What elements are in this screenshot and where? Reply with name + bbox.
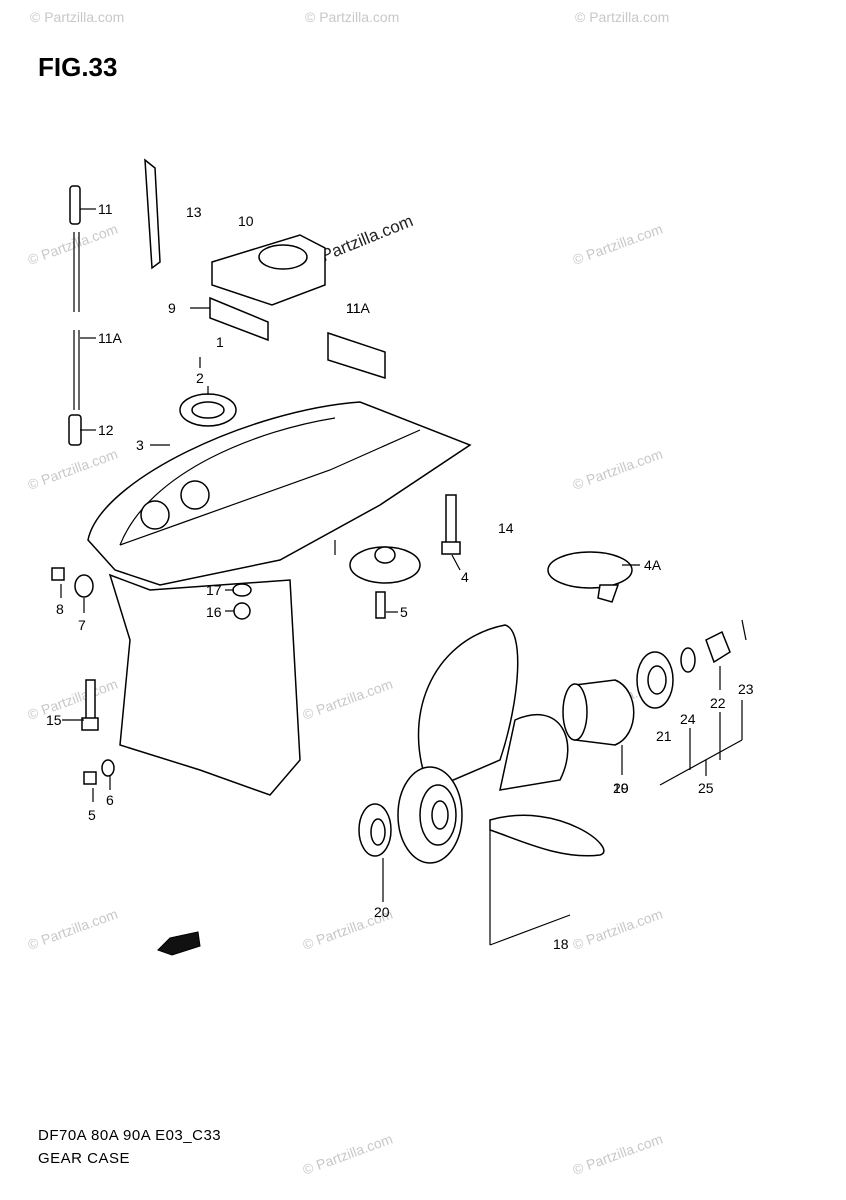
leader-lines bbox=[60, 208, 743, 946]
forward-arrow-icon bbox=[157, 931, 201, 956]
callout-label-11a: 11A bbox=[346, 300, 371, 316]
callout-label: 2 bbox=[196, 370, 204, 386]
callout-labels: 11 11A 12 13 10 9 11 1 2 3 14 4A 4 5 17 … bbox=[46, 201, 754, 952]
propeller bbox=[397, 624, 605, 864]
callout-label: 24 bbox=[680, 711, 696, 727]
watermark: © Partzilla.com bbox=[571, 446, 665, 493]
callout-label: 16 bbox=[206, 604, 222, 620]
callout-label: 14 bbox=[498, 520, 514, 536]
watermark: © Partzilla.com bbox=[26, 221, 120, 268]
callout-label: 15 bbox=[46, 712, 62, 728]
callout-label: 4A bbox=[644, 557, 662, 573]
watermark: © Partzilla.com bbox=[26, 676, 120, 723]
callout-label: 22 bbox=[710, 695, 726, 711]
fasteners bbox=[51, 567, 386, 785]
callout-label: 8 bbox=[56, 601, 64, 617]
callout-label: 7 bbox=[78, 617, 86, 633]
callout-label-21: 19 bbox=[613, 780, 629, 796]
watermark: © Partzilla.com bbox=[571, 221, 665, 268]
callout-label: 1 bbox=[216, 334, 224, 350]
figure-title: FIG.33 bbox=[38, 52, 118, 82]
watermark: © Partzilla.com bbox=[575, 9, 669, 25]
bearing bbox=[179, 393, 237, 427]
watermark: © Partzilla.com bbox=[301, 676, 395, 723]
callout-label-22: 20 bbox=[374, 904, 390, 920]
callout-label: 11A bbox=[98, 330, 123, 346]
watermark: © Partzilla.com bbox=[571, 906, 665, 953]
hose-assembly bbox=[68, 185, 82, 446]
callout-label: 5 bbox=[400, 604, 408, 620]
callout-labels-2: 8 7 bbox=[56, 601, 86, 633]
callout-label: 12 bbox=[98, 422, 114, 438]
callout-label: 20 bbox=[613, 780, 629, 796]
pinion-assembly bbox=[349, 494, 633, 603]
callout-label: 10 bbox=[238, 213, 254, 229]
callout-label: 11 bbox=[98, 201, 113, 217]
callout-label: 25 bbox=[698, 780, 714, 796]
callout-labels-3: 5 6 11A 20 19 bbox=[88, 300, 629, 920]
callout-label: 3 bbox=[136, 437, 144, 453]
watermark: © Partzilla.com bbox=[571, 1131, 665, 1178]
callout-label: 18 bbox=[553, 936, 569, 952]
callout-label: 13 bbox=[186, 204, 202, 220]
plate-parts bbox=[209, 234, 386, 380]
callout-label-7: 6 bbox=[106, 792, 114, 808]
gear-case-housing bbox=[87, 401, 472, 796]
thrust-washer bbox=[358, 803, 392, 857]
watermark: © Partzilla.com bbox=[26, 446, 120, 493]
callout-label: 4 bbox=[461, 569, 469, 585]
watermark: © Partzilla.com bbox=[26, 906, 120, 953]
callout-label: 17 bbox=[206, 582, 222, 598]
model-code: DF70A 80A 90A E03_C33 bbox=[38, 1127, 222, 1144]
watermark: © Partzilla.com bbox=[305, 9, 399, 25]
prop-nut-kit bbox=[636, 619, 747, 709]
callout-label: 23 bbox=[738, 681, 754, 697]
watermark: © Partzilla.com bbox=[30, 9, 124, 25]
cable-tie bbox=[144, 158, 161, 270]
spacer bbox=[562, 679, 635, 746]
watermark: © Partzilla.com bbox=[301, 1131, 395, 1178]
figure-caption: GEAR CASE bbox=[38, 1150, 131, 1167]
callout-label: 9 bbox=[168, 300, 176, 316]
callout-label-6: 5 bbox=[88, 807, 96, 823]
callout-label: 21 bbox=[656, 728, 672, 744]
callout-label: 11 bbox=[346, 300, 361, 316]
